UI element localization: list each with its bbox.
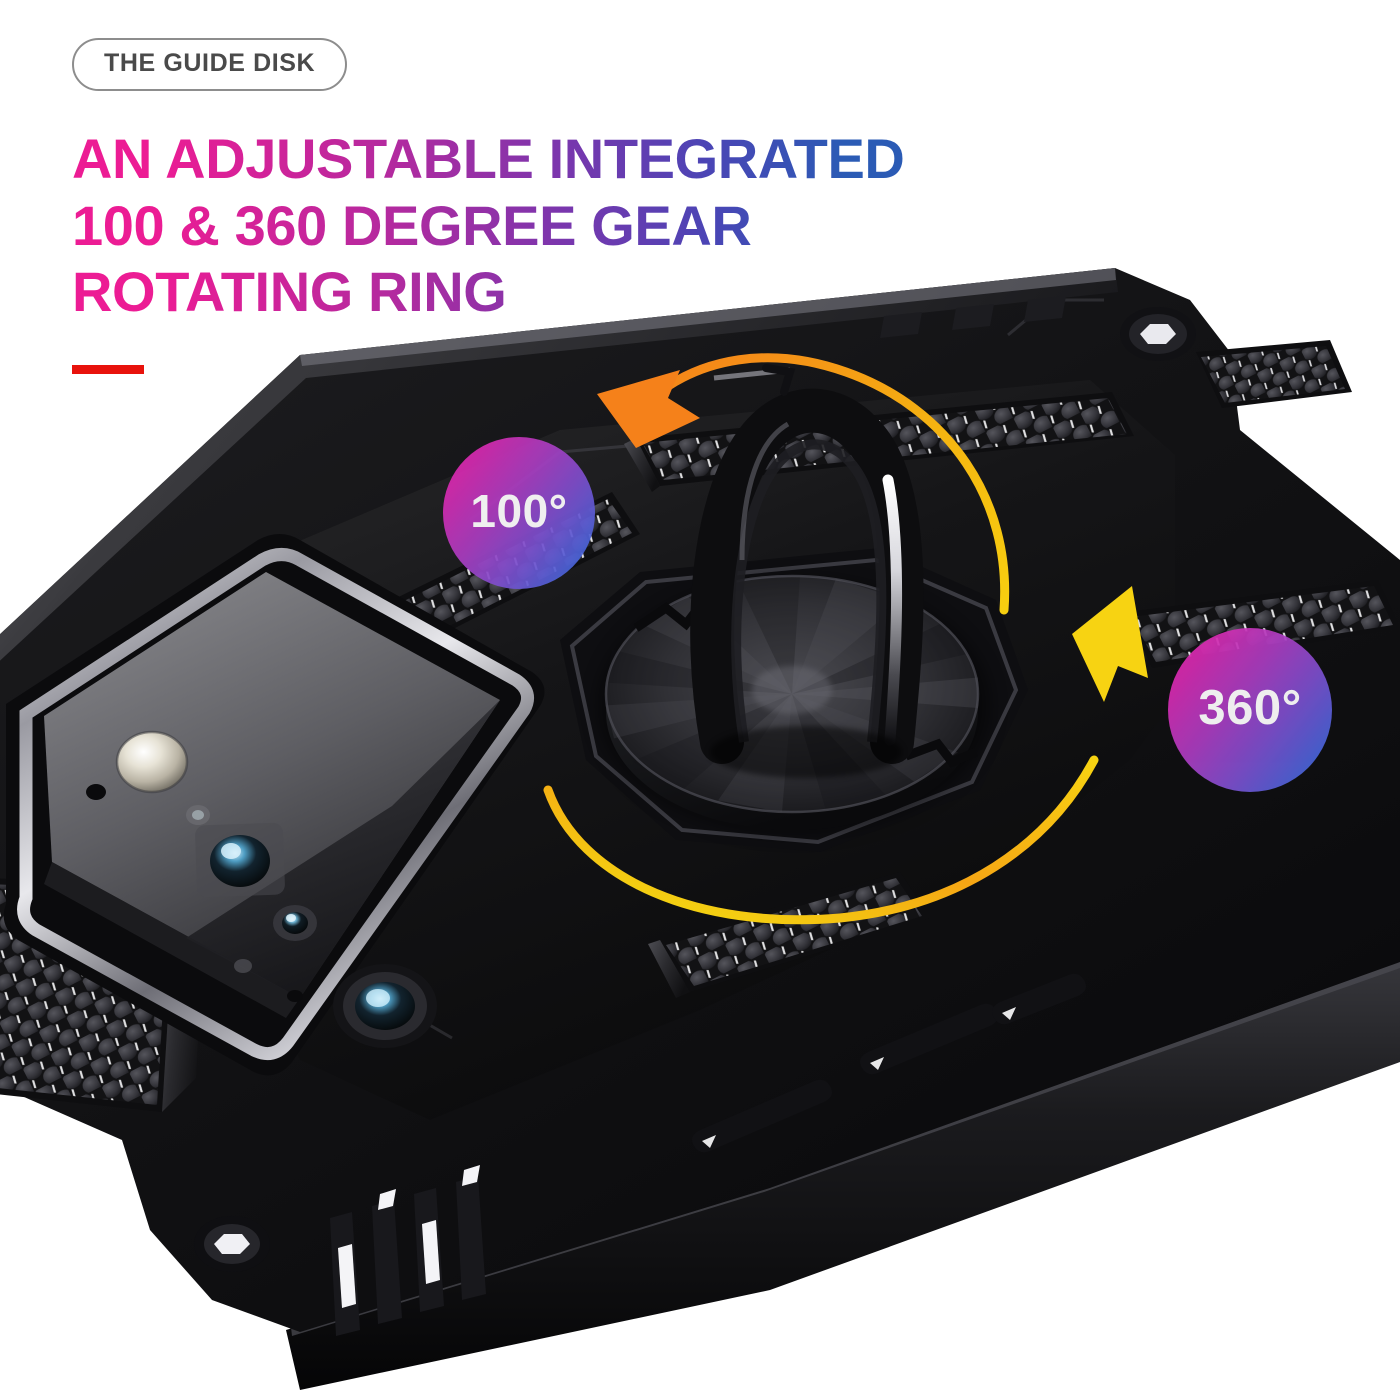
guide-disk-badge: THE GUIDE DISK (72, 38, 348, 91)
red-accent-bar (72, 365, 144, 374)
page-title: AN ADJUSTABLE INTEGRATED 100 & 360 DEGRE… (72, 126, 905, 326)
rotation-arrows (543, 353, 1148, 925)
headline-line-1: AN ADJUSTABLE INTEGRATED (72, 126, 905, 193)
callout-tilt-angle-label: 100° (470, 485, 568, 537)
callout-rotation-angle: 360° (1168, 628, 1332, 792)
headline-line-2: 100 & 360 DEGREE GEAR (72, 193, 904, 260)
camera-module (3, 534, 545, 1076)
callout-rotation-angle-label: 360° (1198, 681, 1302, 735)
guide-disk-and-ring (560, 364, 1028, 852)
bottom-ribbed-fins (330, 1165, 486, 1336)
rotation-arrow-360 (543, 586, 1148, 925)
hex-screw-top-right (1120, 307, 1196, 361)
kickstand-ring (690, 364, 924, 764)
hex-screw-bottom-left (194, 1216, 270, 1272)
grip-strip-right (1196, 340, 1352, 408)
callout-tilt-angle: 100° (443, 437, 595, 589)
edge-grip-bumps (880, 296, 1066, 338)
grip-strip-bottom-mid (648, 872, 930, 998)
side-buttons (692, 973, 1086, 1153)
tilt-arrow-100 (597, 353, 1010, 615)
headline-line-3: ROTATING RING (72, 259, 904, 326)
